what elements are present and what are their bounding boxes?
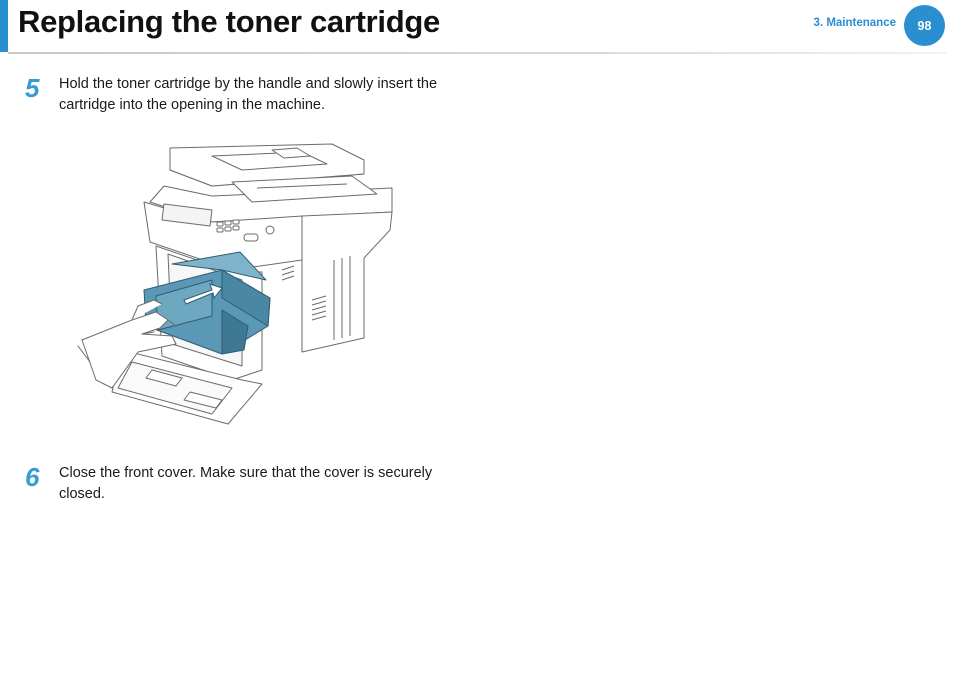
section-label: 3. Maintenance [813, 17, 896, 29]
header-accent-bar [0, 0, 8, 52]
printer-toner-insertion-icon [77, 143, 393, 425]
step-text: Close the front cover. Make sure that th… [59, 465, 433, 502]
printer-toner-illustration [72, 130, 408, 430]
step-text: Hold the toner cartridge by the handle a… [59, 76, 438, 113]
page-title: Replacing the toner cartridge [18, 4, 440, 39]
page-number-badge: 98 [904, 5, 945, 46]
step-number: 5 [25, 73, 40, 103]
header-divider [8, 52, 946, 54]
step-number: 6 [25, 462, 40, 492]
